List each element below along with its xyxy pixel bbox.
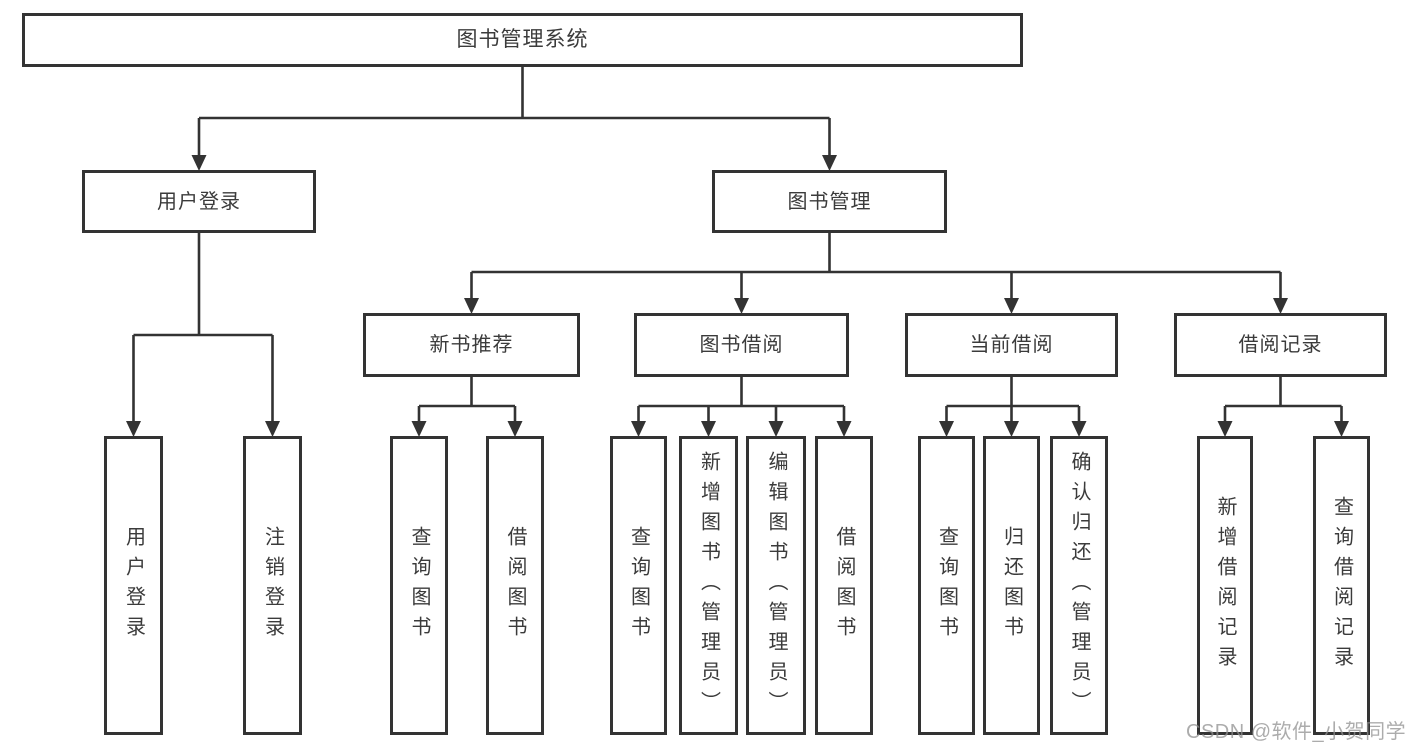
node-book-management: 图书管理 [712,170,947,233]
leaf-add-book-admin: 新增图书（管理员） [679,436,738,735]
node-user-login: 用户登录 [82,170,316,233]
node-library-system-root: 图书管理系统 [22,13,1023,67]
leaf-recommend-query-books: 查询图书 [390,436,448,735]
leaf-recommend-borrow-books: 借阅图书 [486,436,544,735]
leaf-borrow-query-books: 查询图书 [610,436,667,735]
csdn-watermark: CSDN @软件_小贺同学 [1186,721,1405,743]
leaf-add-borrow-record: 新增借阅记录 [1197,436,1253,735]
leaf-query-borrow-record: 查询借阅记录 [1313,436,1370,735]
node-book-borrowing: 图书借阅 [634,313,849,377]
node-new-book-recommend: 新书推荐 [363,313,580,377]
leaf-confirm-return-admin: 确认归还（管理员） [1050,436,1108,735]
leaf-borrow-books: 借阅图书 [815,436,873,735]
node-current-borrowing: 当前借阅 [905,313,1118,377]
node-borrowing-records: 借阅记录 [1174,313,1387,377]
leaf-current-query-books: 查询图书 [918,436,975,735]
leaf-logout: 注销登录 [243,436,302,735]
leaf-edit-book-admin: 编辑图书（管理员） [746,436,806,735]
leaf-user-login: 用户登录 [104,436,163,735]
leaf-return-books: 归还图书 [983,436,1040,735]
